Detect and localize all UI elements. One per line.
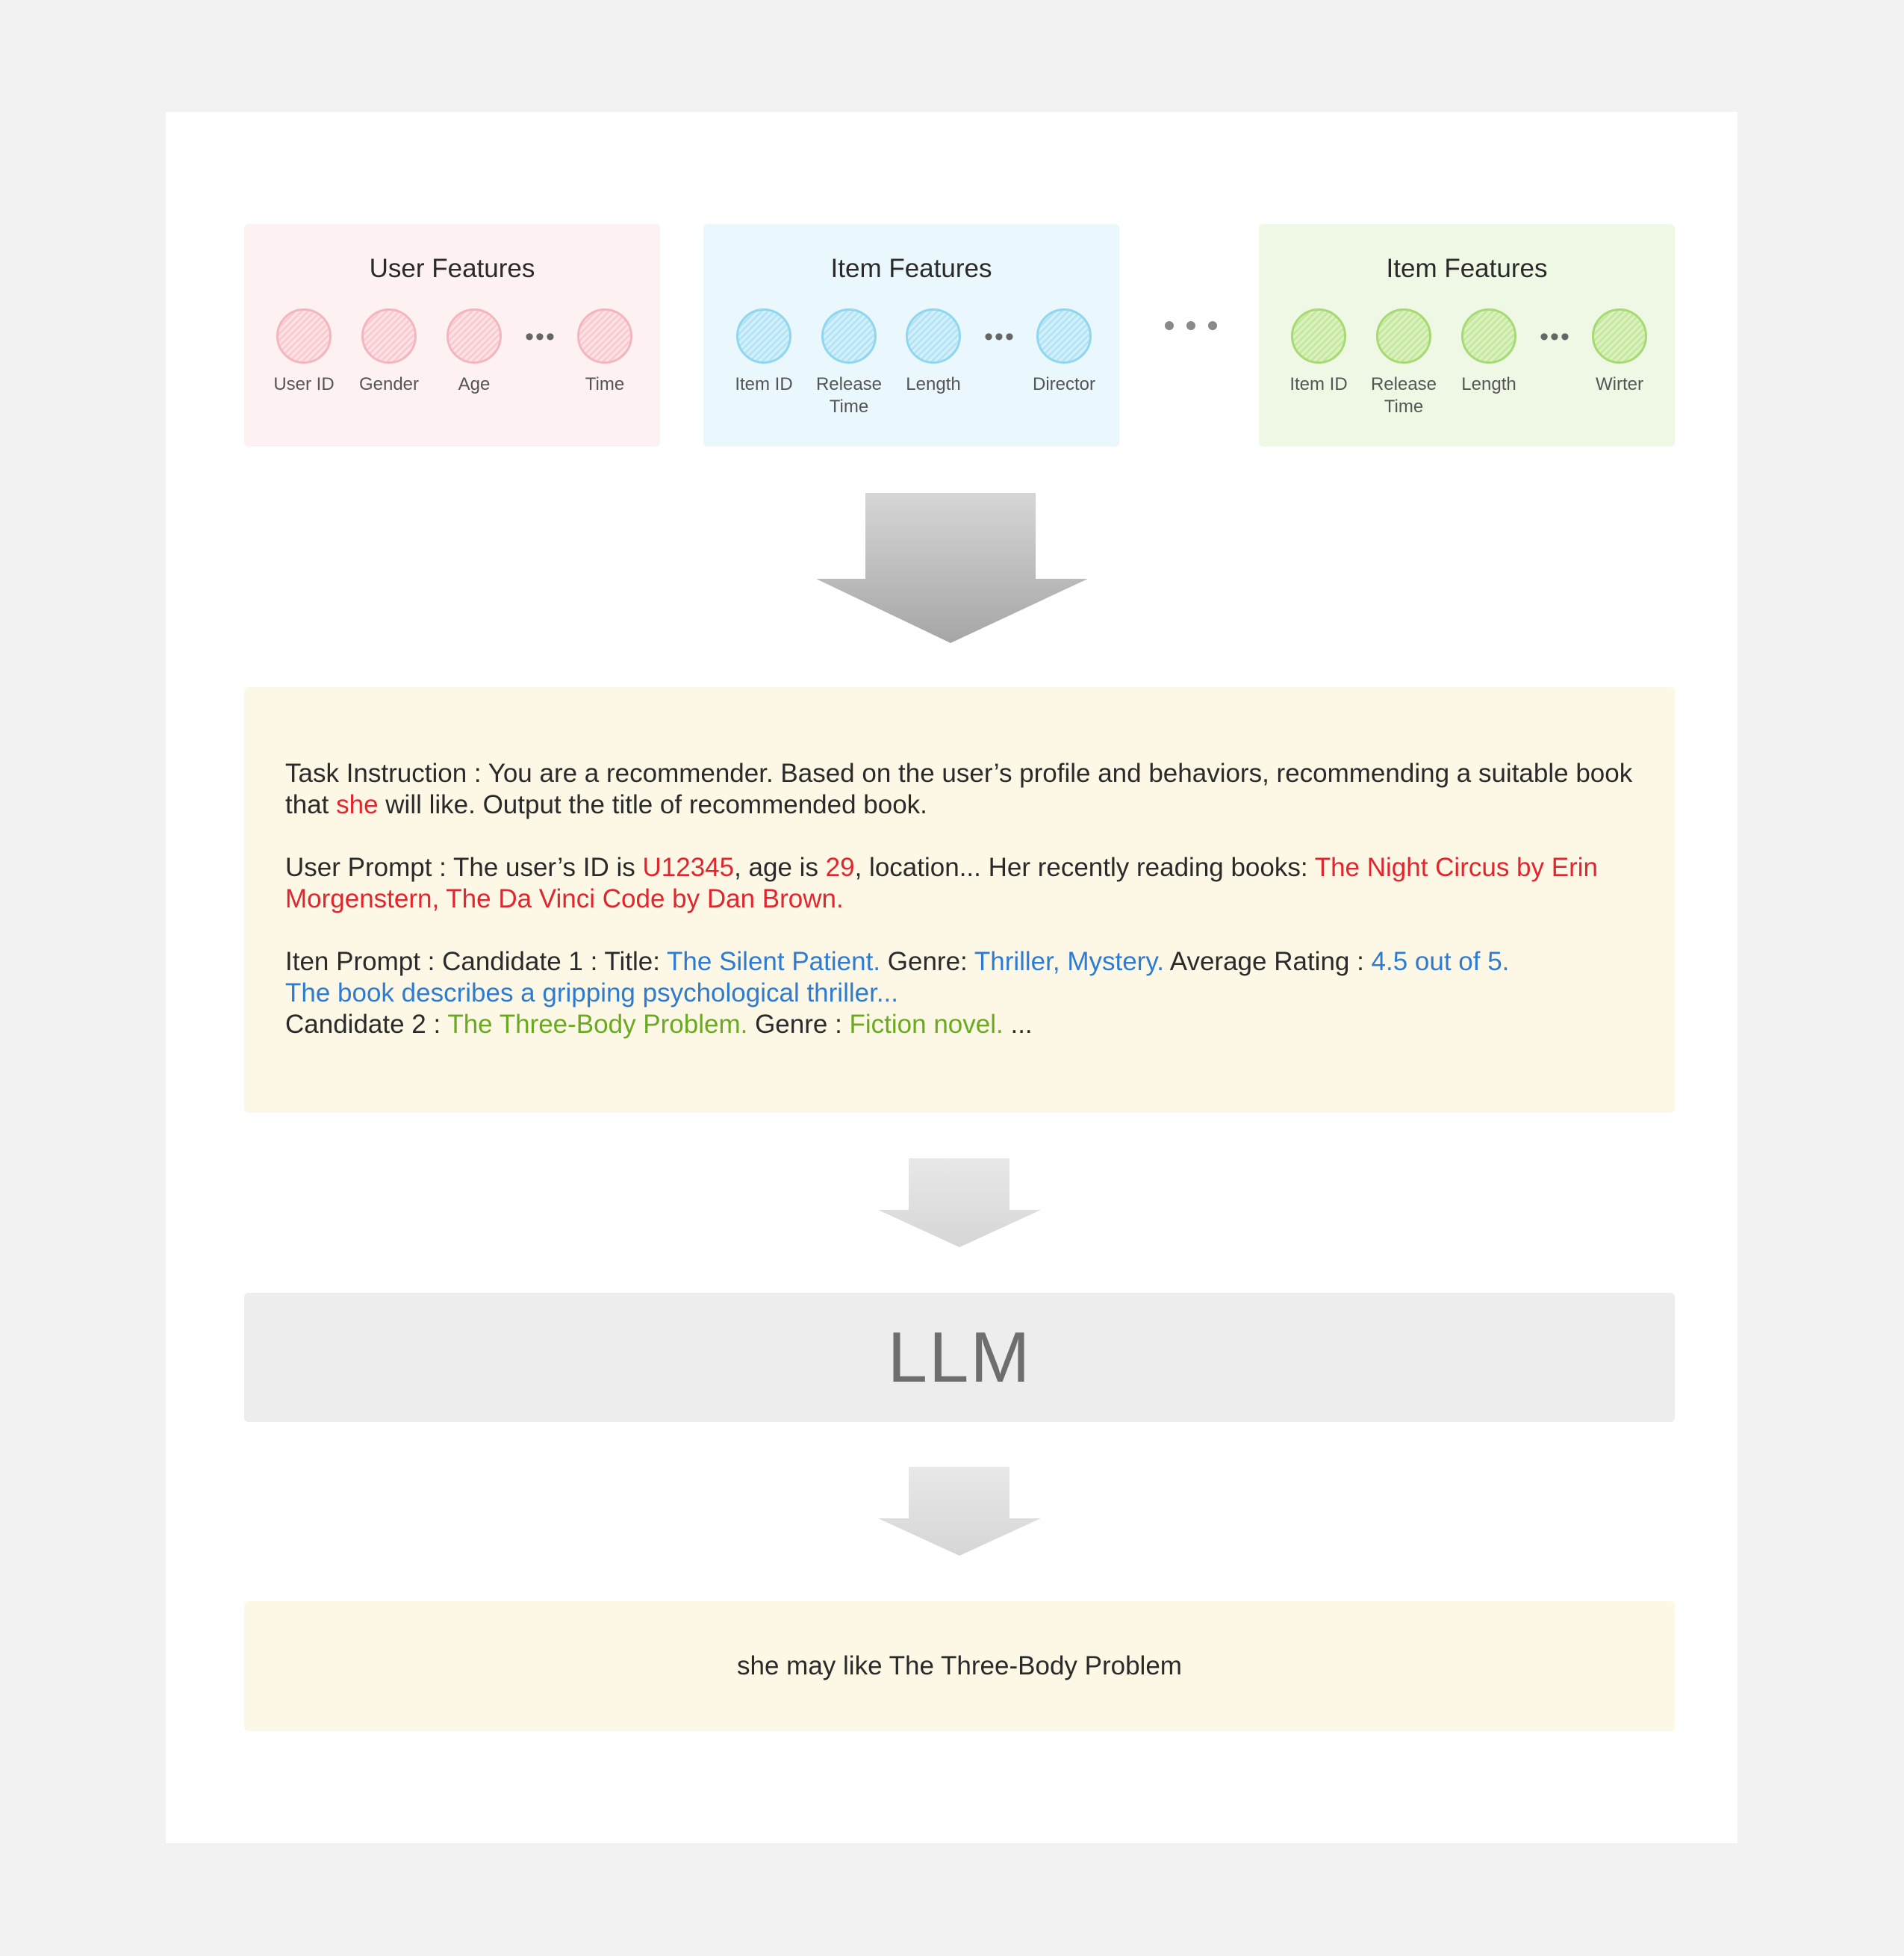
item-prompt-text: ...: [1003, 1010, 1033, 1039]
feature-label: Release Time: [815, 374, 883, 417]
llm-label: LLM: [887, 1317, 1032, 1397]
feature-item-id: Item ID: [715, 308, 812, 396]
item-features-title: Item Features: [1386, 254, 1548, 283]
feature-label: Director: [1032, 374, 1095, 394]
task-highlight: she: [336, 790, 379, 819]
candidate2-title: The Three-Body Problem.: [447, 1010, 748, 1039]
feature-writer: Wirter: [1571, 308, 1668, 396]
feature-time: Time: [556, 308, 653, 396]
feature-node: [361, 308, 417, 364]
feature-node: [1592, 308, 1647, 364]
panels-ellipsis: [1165, 321, 1217, 330]
user-prompt: User Prompt : The user’s ID is U12345, a…: [285, 852, 1644, 915]
ellipsis-dot: [1165, 321, 1174, 330]
task-text: Task Instruction : You are a recommender…: [285, 759, 1633, 819]
task-text-end: will like. Output the title of recommend…: [378, 790, 927, 819]
feature-node: [1376, 308, 1431, 364]
feature-node: [821, 308, 877, 364]
feature-node: [736, 308, 791, 364]
candidate1-title: The Silent Patient.: [667, 947, 881, 976]
ellipsis-dot: [1208, 321, 1217, 330]
feature-director: Director: [1015, 308, 1113, 396]
feature-node: [1291, 308, 1346, 364]
user-prompt-text: , age is: [734, 853, 826, 882]
user-features-title: User Features: [369, 254, 535, 283]
feature-length: Length: [1440, 308, 1537, 396]
item-prompt: Iten Prompt : Candidate 1 : Title: The S…: [285, 946, 1644, 1040]
feature-label: Age: [458, 374, 491, 394]
feature-node: [1036, 308, 1092, 364]
feature-label: Release Time: [1370, 374, 1437, 417]
candidate2-genre: Fiction novel.: [849, 1010, 1004, 1039]
feature-label: User ID: [273, 374, 335, 394]
prompt-text: Task Instruction : You are a recommender…: [285, 758, 1644, 1040]
arrow-down-icon: [878, 1467, 1041, 1556]
feature-node: [577, 308, 632, 364]
task-instruction: Task Instruction : You are a recommender…: [285, 758, 1644, 821]
feature-user-id: User ID: [255, 308, 352, 396]
candidate1-genre: Thriller, Mystery.: [974, 947, 1164, 976]
item-features-panel-book: Item Features Item ID Release Time Lengt…: [1259, 224, 1675, 447]
ellipsis-dots: •••: [525, 323, 556, 351]
arrow-down-icon: [816, 493, 1088, 643]
ellipsis-dot: [1186, 321, 1195, 330]
arrow-down-icon: [878, 1158, 1041, 1247]
ellipsis-dots: •••: [984, 323, 1015, 351]
candidate1-rating: 4.5 out of 5.: [1371, 947, 1510, 976]
user-id-value: U12345: [642, 853, 735, 882]
feature-node: [447, 308, 502, 364]
user-prompt-text: User Prompt : The user’s ID is: [285, 853, 643, 882]
feature-label: Length: [906, 374, 961, 394]
feature-node: [1461, 308, 1516, 364]
item-prompt-text: Average Rating :: [1163, 947, 1372, 976]
feature-label: Item ID: [735, 374, 793, 394]
feature-release-time: Release Time: [800, 308, 897, 418]
item-features-title: Item Features: [830, 254, 992, 283]
item-features-panel-movie: Item Features Item ID Release Time Lengt…: [703, 224, 1119, 447]
item-prompt-text: Candidate 2 :: [285, 1010, 448, 1039]
feature-label: Time: [585, 374, 625, 394]
output-box: she may like The Three-Body Problem: [244, 1601, 1675, 1731]
item-prompt-text: Genre:: [880, 947, 974, 976]
feature-node: [276, 308, 332, 364]
feature-release-time: Release Time: [1355, 308, 1452, 418]
user-prompt-text: , location... Her recently reading books…: [854, 853, 1315, 882]
output-text: she may like The Three-Body Problem: [737, 1651, 1182, 1680]
user-books-value: The Night Circus by Erin Morgenstern, Th…: [285, 853, 1598, 913]
feature-label: Gender: [358, 374, 420, 394]
feature-age: Age: [426, 308, 523, 396]
user-age-value: 29: [825, 853, 855, 882]
feature-label: Item ID: [1289, 374, 1348, 394]
feature-label: Wirter: [1596, 374, 1643, 394]
item-prompt-text: Genre :: [747, 1010, 850, 1039]
candidate1-description: The book describes a gripping psychologi…: [285, 978, 898, 1008]
feature-label: Length: [1461, 374, 1516, 394]
feature-gender: Gender: [340, 308, 438, 396]
feature-node: [906, 308, 961, 364]
feature-item-id: Item ID: [1270, 308, 1367, 396]
feature-length: Length: [885, 308, 982, 396]
item-prompt-text: Iten Prompt : Candidate 1 : Title:: [285, 947, 668, 976]
ellipsis-dots: •••: [1540, 323, 1571, 351]
llm-box: LLM: [244, 1293, 1675, 1422]
user-features-panel: User Features User ID Gender Age ••• Tim…: [244, 224, 660, 447]
prompt-box: Task Instruction : You are a recommender…: [244, 687, 1675, 1113]
